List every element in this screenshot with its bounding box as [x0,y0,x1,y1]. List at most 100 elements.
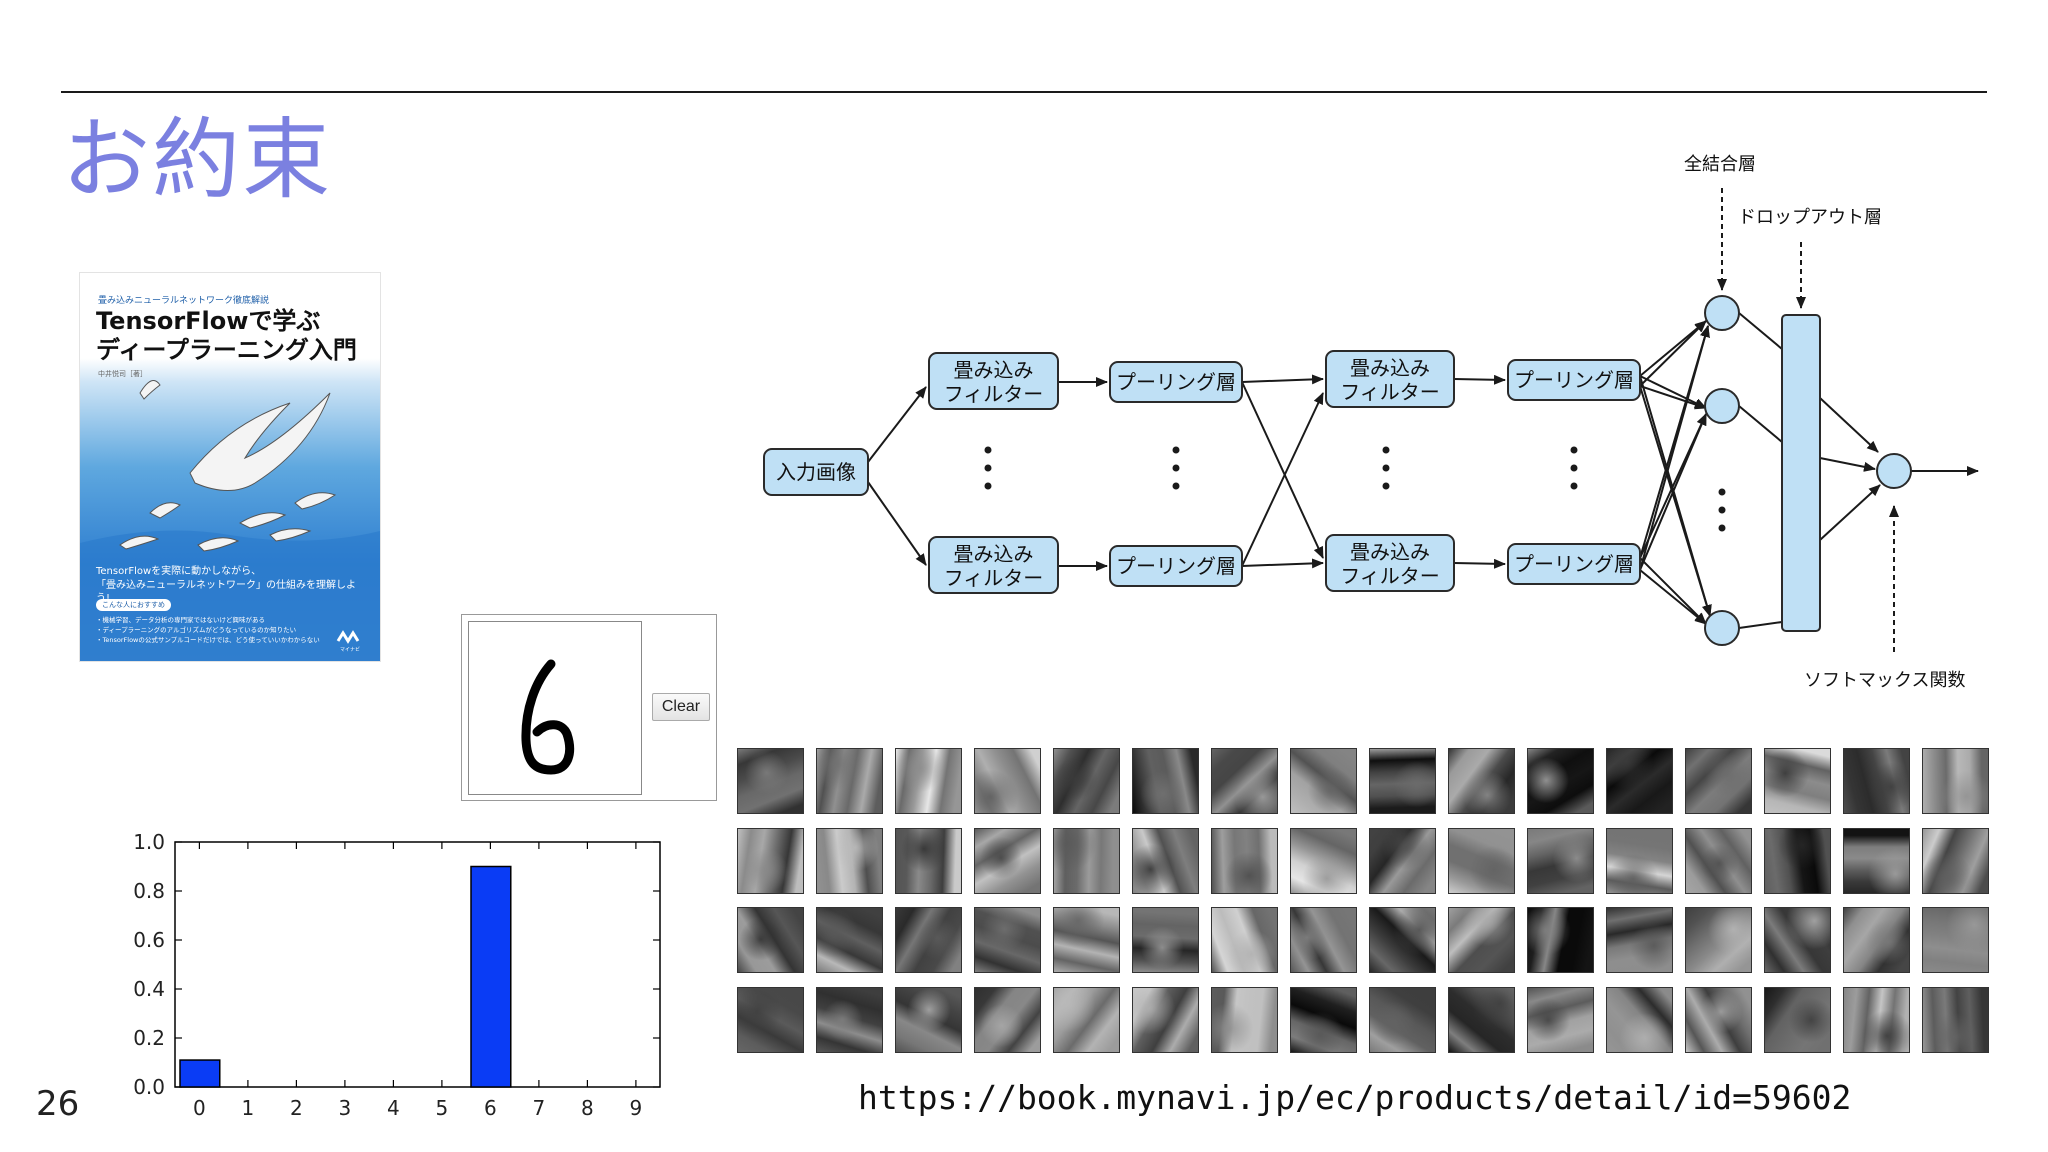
conv-filter-image [1132,827,1199,894]
cnn-architecture-diagram: 入力画像畳み込みフィルター畳み込みフィルタープーリング層プーリング層畳み込みフィ… [763,154,1979,691]
y-tick-label: 0.8 [133,879,165,903]
conv-filter-image [1211,827,1278,894]
conv-filter-image [1843,827,1910,894]
bar-0 [179,1059,221,1088]
conv-filter-box [1325,534,1455,592]
ellipsis-dot [1570,464,1578,472]
conv-filter-image [1053,986,1120,1053]
arrow [1639,320,1707,387]
softmax-label: ソフトマックス関数 [1804,670,1965,691]
x-tick-label: 7 [533,1096,546,1120]
conv-filter-image [895,907,962,973]
conv-filter-box [928,536,1059,594]
ellipsis-dot [984,464,992,472]
book-title-line1: TensorFlowで学ぶ [96,307,321,335]
conv-filter-image [1922,907,1989,973]
x-tick-label: 1 [242,1096,255,1120]
conv-filter-image [1290,748,1357,814]
connector-line [1738,312,1783,350]
connector-line [1738,405,1783,443]
digit-drawing-panel: Clear [461,614,717,801]
ellipsis-dot [1718,524,1726,532]
book-author: 中井悦司［著］ [98,370,147,378]
conv-filter-image [1843,907,1910,973]
conv-filter-image [1764,748,1831,814]
x-tick-label: 0 [193,1096,206,1120]
conv-filter-box-label: フィルター [944,382,1044,406]
conv-filter-image [1132,986,1199,1053]
y-tick-label: 0.6 [133,928,165,952]
conv-filter-image [1211,907,1278,973]
title-rule [61,91,1987,93]
conv-filter-image [816,907,883,973]
book-title: TensorFlowで学ぶ ディープラーニング入門 [96,307,357,366]
ellipsis-dot [984,446,992,454]
arrow [1639,325,1710,571]
arrow [867,481,927,566]
x-tick-label: 4 [387,1096,400,1120]
conv-filter-image [1527,907,1594,973]
conv-filter-image [1211,986,1278,1053]
conv-filter-image [1527,748,1594,814]
conv-filter-image [1448,986,1515,1053]
fully-connected-label: 全結合層 [1684,154,1756,175]
output-node [1876,453,1912,489]
conv-filter-image [816,748,883,814]
conv-filter-image [1764,986,1831,1053]
conv-filter-image [895,827,962,894]
bar-6 [470,865,512,1088]
arrow [1241,558,1324,569]
conv-filter-image [1448,907,1515,973]
ellipsis-dot [1172,482,1180,490]
pooling-layer-box-label: プーリング層 [1116,554,1236,578]
conv-filter-image [1922,748,1989,814]
drawing-canvas[interactable] [468,621,642,795]
source-url[interactable]: https://book.mynavi.jp/ec/products/detai… [858,1078,1852,1117]
conv-filter-image [1606,986,1673,1053]
conv-filter-image [1290,986,1357,1053]
conv-filter-box-label: フィルター [944,566,1044,590]
conv-filter-image [1685,748,1752,814]
publisher-logo-icon: マイナビ [336,630,360,653]
x-tick-label: 9 [630,1096,643,1120]
conv-filter-image [1606,907,1673,973]
conv-filter-image [1685,986,1752,1053]
conv-filter-box-label: 畳み込み [1350,356,1430,380]
arrow [1639,385,1707,410]
conv-filter-image [974,907,1041,973]
conv-filter-image [1685,907,1752,973]
ellipsis-dot [984,482,992,490]
arrow [1639,557,1707,625]
pooling-layer-box [1507,543,1641,585]
conv-filter-box-label: 畳み込み [954,358,1034,382]
x-tick-label: 5 [436,1096,449,1120]
conv-filter-image [1369,748,1436,814]
arrow [1819,457,1876,472]
conv-filter-image [1527,986,1594,1053]
ellipsis-dot [1718,506,1726,514]
book-tagline-line2: 「畳み込みニューラルネットワーク」の仕組みを理解しよう! [96,579,356,605]
ellipsis-dot [1172,464,1180,472]
conv-filter-image [1211,748,1278,814]
clear-button[interactable]: Clear [652,693,710,721]
y-tick-label: 0.2 [133,1026,165,1050]
pooling-layer-box-label: プーリング層 [1514,368,1634,392]
conv-filter-image [1290,907,1357,973]
fc-node [1704,295,1740,331]
bird-illustration [80,380,380,661]
conv-filter-image [1922,986,1989,1053]
book-bullet: ・ディープラーニングのアルゴリズムがどうなっているのか知りたい [96,626,297,635]
arrow [1639,375,1707,409]
slide-title: お約束 [62,108,333,211]
arrow [1819,484,1881,541]
conv-filter-box [1325,350,1455,408]
conv-filter-image [1369,827,1436,894]
input-image-box-label: 入力画像 [776,460,856,484]
x-tick-label: 6 [484,1096,497,1120]
chart-plot-area [174,841,661,1088]
arrow [867,386,927,463]
conv-filter-image [1053,748,1120,814]
input-image-box [763,448,869,496]
book-bullet: ・機械学習、データ分析の専門家ではないけど興味がある [96,616,265,624]
